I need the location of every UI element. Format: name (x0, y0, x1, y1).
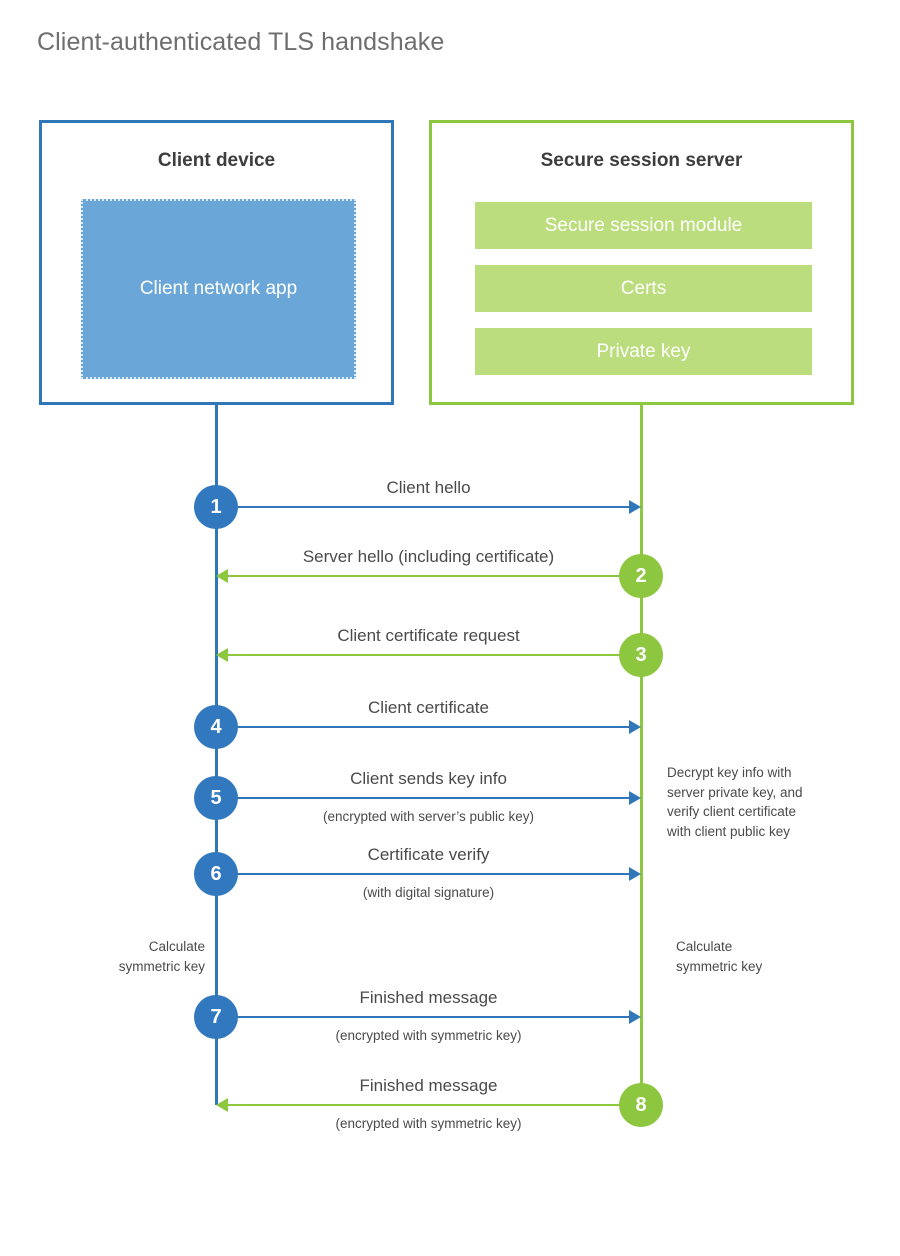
message-arrow-line-5 (218, 797, 631, 799)
annotation-client-calculate-symmetric-key: Calculate symmetric key (60, 937, 205, 976)
annotation-line: Calculate (676, 939, 733, 954)
annotation-line: symmetric key (118, 958, 205, 974)
client-device-box: Client device Client network app (39, 120, 394, 405)
message-arrow-head-4 (629, 720, 641, 734)
annotation-line: verify client certificate (667, 804, 797, 820)
annotation-server-calculate-symmetric-key: Calculate symmetric key (676, 937, 826, 976)
message-arrow-line-8 (228, 1104, 641, 1106)
step-circle-5[interactable]: 5 (194, 776, 238, 820)
client-device-title: Client device (157, 150, 276, 171)
message-arrow-line-6 (218, 873, 631, 875)
page-title: Client-authenticated TLS handshake (37, 28, 445, 56)
server-lifeline (640, 405, 643, 1105)
annotation-line: with client public key (667, 823, 791, 839)
message-arrow-head-6 (629, 867, 641, 881)
message-arrow-head-7 (629, 1010, 641, 1024)
server-component-private-key: Private key (475, 328, 812, 375)
message-arrow-head-2 (216, 569, 228, 583)
message-arrow-line-4 (218, 726, 631, 728)
message-label-2: Server hello (including certificate) (302, 547, 555, 566)
message-label-8: Finished message (359, 1076, 498, 1095)
secure-session-server-title: Secure session server (540, 150, 743, 171)
step-circle-1[interactable]: 1 (194, 485, 238, 529)
message-label-7: Finished message (359, 988, 498, 1007)
message-arrow-head-3 (216, 648, 228, 662)
secure-session-server-box: Secure session server Secure session mod… (429, 120, 854, 405)
message-arrow-head-5 (629, 791, 641, 805)
message-arrow-line-2 (228, 575, 641, 577)
step-circle-3[interactable]: 3 (619, 633, 663, 677)
step-circle-7[interactable]: 7 (194, 995, 238, 1039)
message-arrow-line-1 (218, 506, 631, 508)
annotation-line: server private key, and (667, 784, 803, 800)
message-arrow-head-8 (216, 1098, 228, 1112)
message-sublabel-7: (encrypted with symmetric key) (335, 1028, 522, 1043)
message-arrow-line-3 (228, 654, 641, 656)
server-component-certs: Certs (475, 265, 812, 312)
message-arrow-head-1 (629, 500, 641, 514)
message-sublabel-5: (encrypted with server’s public key) (322, 809, 535, 824)
message-label-5: Client sends key info (350, 769, 507, 788)
step-circle-2[interactable]: 2 (619, 554, 663, 598)
client-network-app-block: Client network app (81, 199, 356, 379)
client-lifeline (215, 405, 218, 1105)
message-label-6: Certificate verify (367, 845, 490, 864)
message-label-1: Client hello (386, 478, 471, 497)
annotation-line: Decrypt key info with (667, 765, 792, 780)
annotation-line: symmetric key (676, 958, 763, 974)
message-sublabel-8: (encrypted with symmetric key) (335, 1116, 522, 1131)
step-circle-8[interactable]: 8 (619, 1083, 663, 1127)
message-label-4: Client certificate (368, 698, 489, 717)
annotation-server-decrypt-key-info: Decrypt key info with server private key,… (667, 763, 837, 841)
step-circle-6[interactable]: 6 (194, 852, 238, 896)
message-label-3: Client certificate request (337, 626, 520, 645)
message-arrow-line-7 (218, 1016, 631, 1018)
message-sublabel-6: (with digital signature) (362, 885, 495, 900)
step-circle-4[interactable]: 4 (194, 705, 238, 749)
server-component-secure-session-module: Secure session module (475, 202, 812, 249)
annotation-line: Calculate (148, 939, 205, 954)
